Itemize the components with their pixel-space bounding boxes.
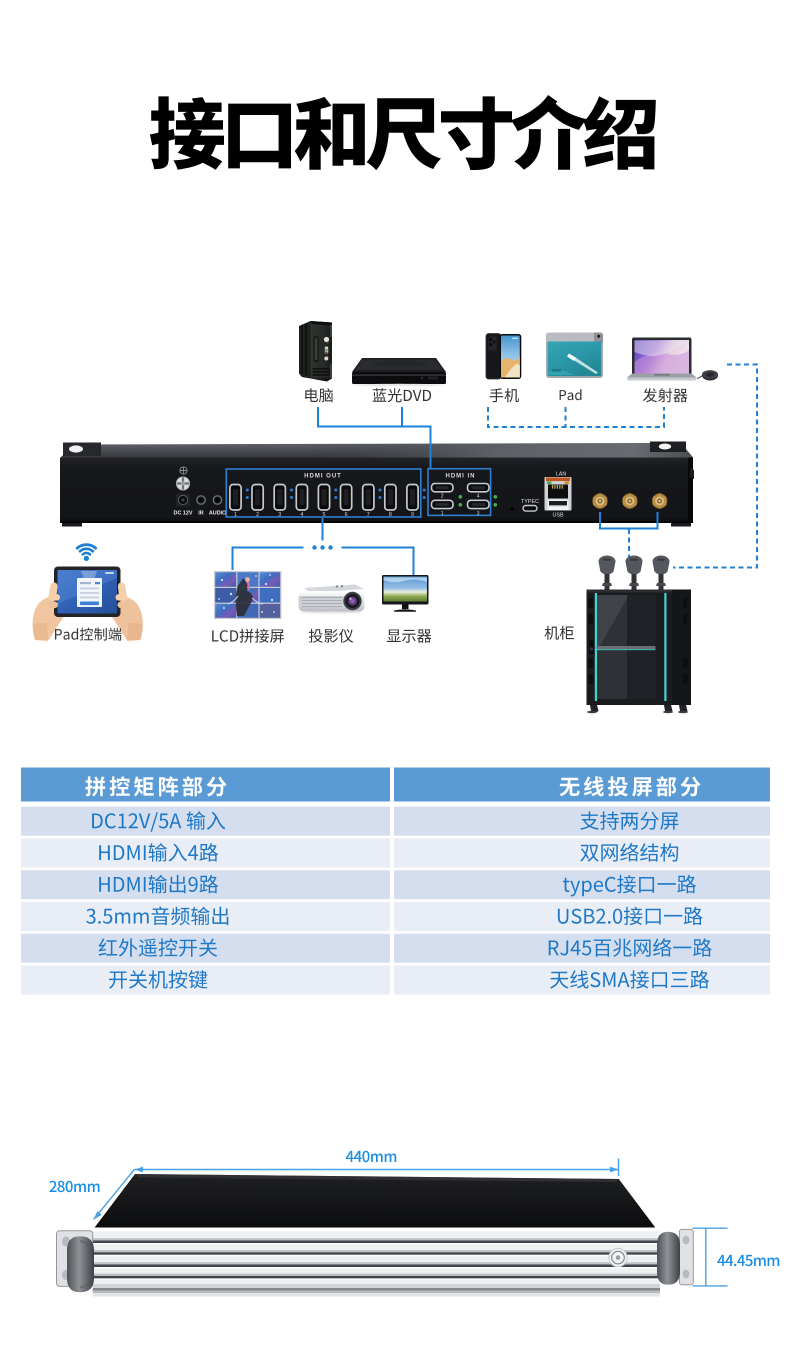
svg-text:USB: USB bbox=[552, 513, 563, 519]
svg-text:4: 4 bbox=[477, 494, 480, 500]
svg-text:1: 1 bbox=[234, 512, 237, 518]
svg-text:9: 9 bbox=[411, 512, 414, 518]
svg-text:3: 3 bbox=[278, 512, 281, 518]
svg-text:6: 6 bbox=[345, 512, 348, 518]
svg-text:8: 8 bbox=[389, 512, 392, 518]
svg-text:HDMI IN: HDMI IN bbox=[446, 474, 476, 480]
svg-text:HDMI OUT: HDMI OUT bbox=[304, 474, 342, 480]
svg-text:5: 5 bbox=[323, 512, 326, 518]
svg-text:DC 12V: DC 12V bbox=[174, 511, 193, 517]
svg-text:7: 7 bbox=[367, 512, 370, 518]
svg-text:2: 2 bbox=[441, 494, 444, 500]
svg-text:4: 4 bbox=[300, 512, 303, 518]
svg-text:2: 2 bbox=[256, 512, 259, 518]
svg-text:LAN: LAN bbox=[556, 472, 567, 478]
svg-text:IR: IR bbox=[198, 511, 203, 517]
svg-text:TYPEC: TYPEC bbox=[521, 499, 539, 505]
svg-text:AUDIO: AUDIO bbox=[209, 511, 226, 517]
svg-text:3: 3 bbox=[477, 511, 480, 517]
svg-text:1: 1 bbox=[441, 511, 444, 517]
